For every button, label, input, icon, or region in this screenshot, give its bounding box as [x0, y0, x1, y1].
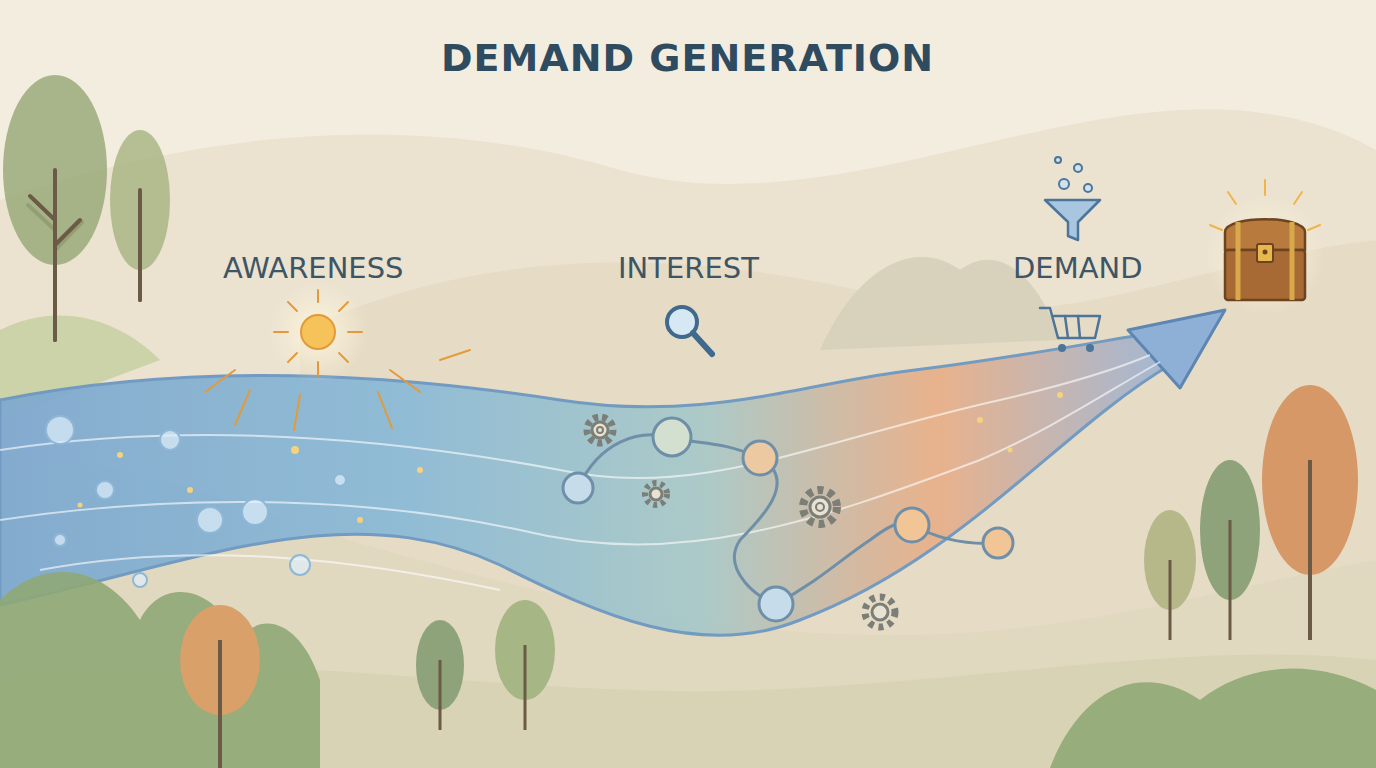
- diagram-title: DEMAND GENERATION: [441, 36, 934, 80]
- stage-label: DEMAND: [1013, 251, 1143, 285]
- stage-label: INTEREST: [618, 251, 759, 285]
- stage-label: AWARENESS: [223, 251, 404, 285]
